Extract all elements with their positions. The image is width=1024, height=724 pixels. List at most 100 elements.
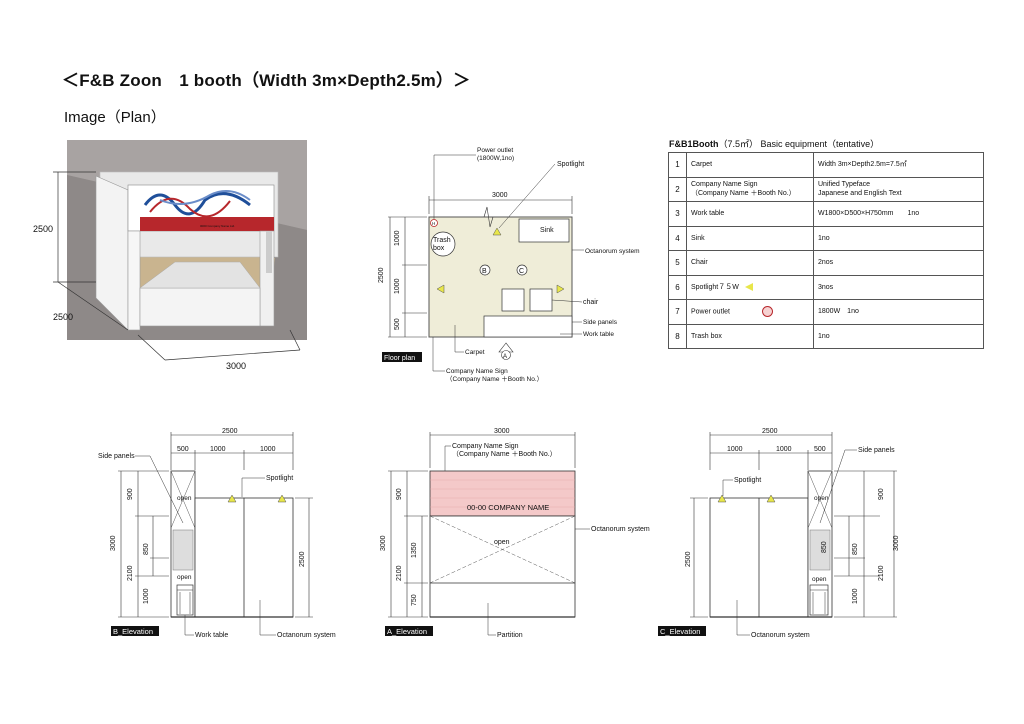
spotlight-icon	[277, 494, 287, 503]
fp-mark-a: A	[503, 354, 507, 360]
fp-width-dim: 3000	[492, 192, 508, 199]
row-item: Sink	[686, 225, 814, 251]
ea-open: open	[494, 539, 510, 546]
row-item: Spotlight７５W	[686, 274, 814, 300]
fp-sink-label: Sink	[540, 227, 554, 234]
row-number: 6	[668, 274, 687, 300]
row-spec: Width 3m×Depth2.5m=7.5㎡	[813, 152, 984, 178]
fp-chair: chair	[583, 299, 599, 306]
page-title: ＜F&B Zoon 1 booth（Width 3m×Depth2.5m）＞	[62, 71, 471, 90]
ea-sign-text: 00-00 COMPANY NAME	[467, 503, 549, 512]
equipment-caption: F&B1Booth（7.5㎡） Basic equipment（tentativ…	[669, 139, 880, 149]
eb-h850: 850	[143, 543, 150, 555]
eb-open2: open	[177, 574, 192, 581]
perspective-height-dim: 2500	[33, 224, 53, 234]
eb-h3000: 3000	[110, 535, 117, 551]
fp-seg3: 500	[394, 318, 401, 330]
ea-h3000: 3000	[380, 535, 387, 551]
fp-sign-2: （Company Name ＋Booth No.）	[446, 375, 543, 383]
row-item: Work table	[686, 201, 814, 227]
row-item: Chair	[686, 250, 814, 276]
spotlight-icon	[744, 282, 753, 291]
floor-plan: 3000 2500 1000 1000 500 Trash box H Sink…	[378, 147, 640, 383]
eb-s500: 500	[177, 446, 189, 453]
fp-carpet: Carpet	[465, 349, 485, 356]
row-number: 8	[668, 323, 687, 349]
ea-total: 3000	[494, 428, 510, 435]
ea-h900: 900	[396, 488, 403, 500]
eb-work-table: Work table	[195, 632, 228, 639]
row-number: 4	[668, 225, 687, 251]
row-spec: Unified Typeface Japanese and English Te…	[813, 176, 984, 202]
eb-s1000a: 1000	[210, 446, 226, 453]
ea-label: A_Elevation	[387, 627, 427, 636]
ec-h850: 850	[852, 543, 859, 555]
perspective-depth-dim: 2500	[53, 312, 73, 322]
ec-spotlight: Spotlight	[734, 477, 761, 484]
ea-h750: 750	[411, 594, 418, 606]
fp-mark-b: B	[482, 268, 487, 275]
eb-h2100: 2100	[127, 565, 134, 581]
row-spec: W1800×D500×H750mm 1no	[813, 201, 984, 227]
trash-box	[430, 231, 456, 257]
eb-s1000b: 1000	[260, 446, 276, 453]
eb-h1000: 1000	[143, 588, 150, 604]
ea-octanorum: Octanorum system	[591, 526, 650, 533]
ec-octanorum: Octanorum system	[751, 632, 810, 639]
ec-total: 2500	[762, 428, 778, 435]
ec-s1000a: 1000	[727, 446, 743, 453]
ea-h1350: 1350	[411, 542, 418, 558]
sink	[518, 218, 570, 243]
eb-open1: open	[177, 495, 192, 502]
row-spec: 1no	[813, 225, 984, 251]
eb-spotlight: Spotlight	[266, 475, 293, 482]
eb-side-panels: Side panels	[98, 453, 135, 460]
ea-partition: Partition	[497, 632, 523, 639]
fp-depth-dim: 2500	[378, 267, 385, 283]
spotlight-icon	[492, 227, 502, 236]
ec-h3000: 3000	[893, 535, 900, 551]
row-number: 2	[668, 176, 687, 202]
ea-sign-2: （Company Name ＋Booth No.）	[452, 450, 557, 458]
svg-text:H: H	[432, 221, 435, 226]
elevation-a: 3000 Company Name Sign （Company Name ＋Bo…	[380, 428, 650, 639]
ec-s500: 500	[814, 446, 826, 453]
fp-side-panels: Side panels	[583, 319, 618, 326]
fp-seg2: 1000	[394, 278, 401, 294]
ec-h900: 900	[878, 488, 885, 500]
chair	[529, 288, 553, 312]
perspective-render: 0000 Company Name Ltd. 2500 2500 3000	[33, 140, 307, 371]
fp-octanorum: Octanorum system	[585, 248, 640, 255]
row-item: Power outlet	[686, 299, 814, 325]
ec-side-panels: Side panels	[858, 447, 895, 454]
row-item: Carpet	[686, 152, 814, 178]
fp-sign-1: Company Name Sign	[446, 368, 508, 375]
row-item: Company Name Sign （Company Name ＋Booth N…	[686, 176, 814, 202]
fp-label: Floor plan	[384, 355, 415, 362]
spotlight-icon	[717, 494, 727, 503]
page-subtitle: Image（Plan）	[64, 109, 166, 126]
power-outlet-icon	[430, 219, 438, 227]
perspective-width-dim: 3000	[226, 361, 246, 371]
ec-label: C_Elevation	[660, 627, 700, 636]
eb-label: B_Elevation	[113, 627, 153, 636]
perspective-sign-text: 0000 Company Name Ltd.	[200, 224, 235, 228]
ec-open1: open	[814, 495, 829, 502]
eb-h900: 900	[127, 488, 134, 500]
row-spec: 3nos	[813, 274, 984, 300]
elevation-b: 2500 500 1000 1000 open open 3000 2100 9…	[98, 428, 336, 639]
spotlight-icon	[227, 494, 237, 503]
row-item: Trash box	[686, 323, 814, 349]
work-table	[483, 315, 573, 338]
company-sign-panel	[429, 470, 576, 517]
ec-s1000b: 1000	[776, 446, 792, 453]
